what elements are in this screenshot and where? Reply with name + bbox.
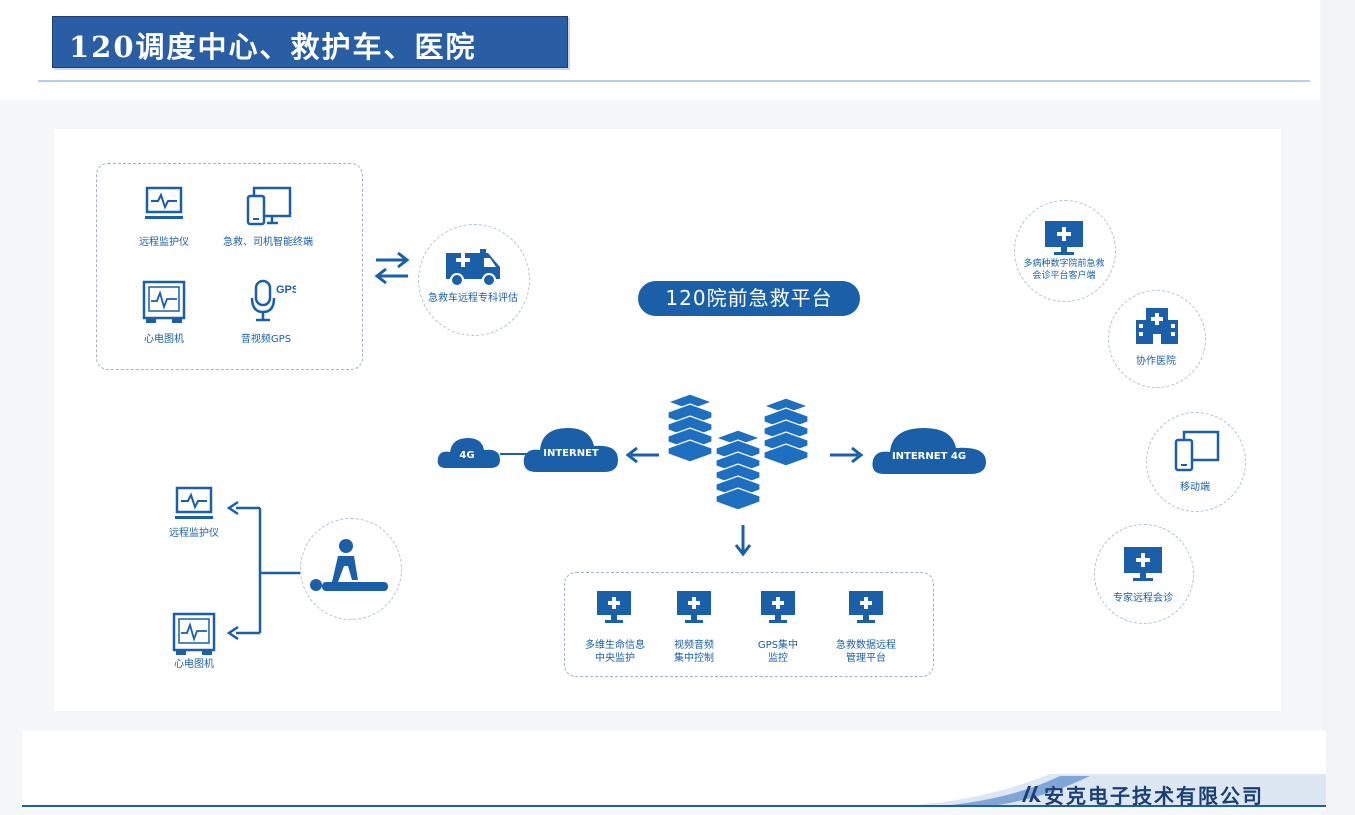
remote-monitor-label-2: 远程监护仪 xyxy=(169,528,219,539)
mobile-label: 移动端 xyxy=(1180,482,1210,493)
cloud-internet-label: INTERNET xyxy=(543,448,599,459)
av-gps-label: 音视频GPS xyxy=(240,334,292,345)
smart-terminal-label: 急救、司机智能终端 xyxy=(223,237,313,248)
company-logo-icon xyxy=(1022,786,1041,802)
ambulance-circle xyxy=(418,224,530,336)
title-box: 120调度中心、救护车、医院 xyxy=(52,16,568,68)
monitor-icon-2 xyxy=(677,591,711,623)
expert-monitor-icon xyxy=(1124,547,1162,581)
server-stack-left xyxy=(666,393,714,463)
ecg-machine-icon xyxy=(142,280,186,323)
arrow-left-icon xyxy=(625,446,659,464)
monitor-icon-1 xyxy=(597,591,631,623)
cpr-patient-icon xyxy=(310,539,388,591)
monitor-icon-3 xyxy=(761,591,795,623)
page-title: 120调度中心、救护车、医院 xyxy=(69,30,477,64)
arrow-right-icon xyxy=(830,446,864,464)
monitor-label-1a: 多维生命信息 xyxy=(585,640,645,651)
expert-label: 专家远程会诊 xyxy=(1113,593,1173,604)
cloud-link-line xyxy=(500,453,536,455)
exchange-arrows-icon xyxy=(374,251,410,285)
remote-monitor-icon xyxy=(145,186,183,219)
cloud-4g-icon xyxy=(437,438,500,468)
ecg-machine-label: 心电图机 xyxy=(144,334,184,345)
ambulance-label: 急救车远程专科评估 xyxy=(428,293,518,304)
client-label-1: 多病种数字院前急救 xyxy=(1023,259,1105,269)
monitoring-box xyxy=(564,572,934,677)
cloud-internet-4g-icon xyxy=(872,428,986,474)
right-margin xyxy=(1322,0,1355,815)
cloud-internet-4g-label: INTERNET 4G xyxy=(891,451,967,462)
hospital-building-icon xyxy=(1136,308,1178,344)
ambulance-icon xyxy=(446,249,500,287)
monitor-label-2b: 集中控制 xyxy=(674,653,714,664)
monitor-label-4a: 急救数据远程 xyxy=(836,640,896,651)
hospital-label: 协作医院 xyxy=(1136,356,1176,367)
platform-title: 120院前急救平台 xyxy=(638,281,860,316)
cloud-internet-icon xyxy=(523,428,618,472)
ecg-machine-label-2: 心电图机 xyxy=(174,659,214,670)
monitor-label-4b: 管理平台 xyxy=(846,653,886,664)
footer-swoosh xyxy=(900,774,1326,806)
monitor-label-1b: 中央监护 xyxy=(595,653,635,664)
vehicle-devices-box xyxy=(96,163,363,370)
arrow-down-icon xyxy=(734,525,752,557)
remote-monitor-label: 远程监护仪 xyxy=(139,237,189,248)
gps-badge-text: GPS xyxy=(276,284,296,296)
monitor-label-2a: 视频音频 xyxy=(674,640,714,651)
monitor-icon-4 xyxy=(849,591,883,623)
company-name: 安克电子技术有限公司 xyxy=(1044,784,1264,808)
server-stack-right xyxy=(762,397,810,467)
title-divider xyxy=(38,80,1310,82)
monitor-label-3b: 监控 xyxy=(768,653,788,664)
mobile-circle xyxy=(1146,412,1246,512)
client-monitor-icon xyxy=(1045,221,1083,255)
footer-rule xyxy=(22,805,1326,807)
server-cluster-icon xyxy=(666,393,810,511)
server-stack-center xyxy=(714,429,762,511)
monitor-label-3a: GPS集中 xyxy=(757,640,799,651)
microphone-gps-icon: GPS xyxy=(250,279,296,322)
bottom-left-connector xyxy=(226,500,302,641)
cloud-4g-label: 4G xyxy=(459,450,475,461)
client-label-2: 会诊平台客户端 xyxy=(1032,271,1096,281)
ecg-machine-icon-2 xyxy=(172,612,216,655)
mobile-device-icon xyxy=(1174,430,1220,472)
remote-monitor-icon-2 xyxy=(175,486,213,519)
smart-terminal-icon xyxy=(246,186,292,226)
